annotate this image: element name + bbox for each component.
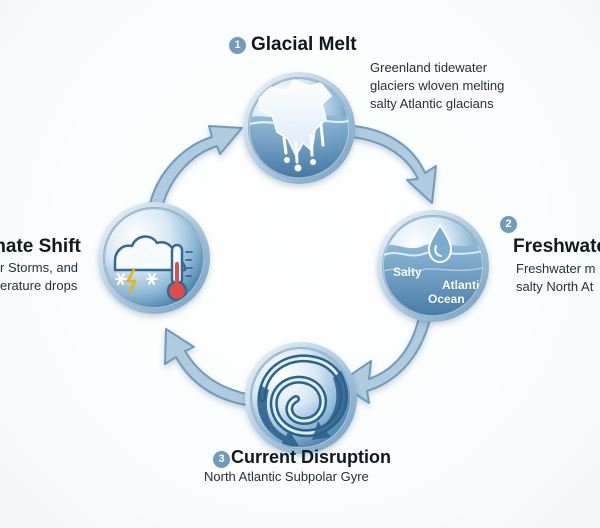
spiral-current-icon: [257, 354, 349, 448]
current-description-line-1: North Atlantic Subpolar Gyre: [204, 469, 369, 484]
climate-shift-description: r Storms, and erature drops: [0, 259, 78, 295]
salty-label: Salty: [393, 265, 422, 279]
glacial-description-line-3: salty Atlantic glacians: [370, 96, 494, 111]
step-number-2: 2: [500, 216, 517, 233]
glacial-description-line-1: Greenland tidewater: [370, 60, 488, 75]
freshwater-title: Freshwate: [513, 236, 600, 257]
arrow-climate-to-glacial: [149, 125, 243, 208]
arrow-current-to-climate: [164, 328, 248, 406]
climate-shift-heading: mate Shift: [0, 237, 81, 256]
freshwater-description-line-2: salty North At: [516, 279, 594, 294]
glacial-melt-heading: 1 Glacial Melt: [229, 35, 357, 54]
glacial-melt-description: Greenland tidewater glaciers wloven melt…: [370, 59, 504, 113]
freshwater-description: Freshwater m salty North At: [516, 260, 595, 296]
arrow-glacial-to-freshwater: [351, 125, 437, 204]
glacier-icon: [249, 79, 349, 178]
freshwater-node: Salty Atlantic Ocean: [377, 210, 489, 322]
step-number-3: 3: [213, 451, 230, 468]
glacial-melt-node: [243, 72, 355, 184]
freshwater-description-line-1: Freshwater m: [516, 261, 596, 276]
storm-thermometer-icon: [113, 235, 193, 302]
ocean-label: Ocean: [428, 292, 465, 306]
step-number-1: 1: [229, 37, 246, 54]
water-drop-icon: [427, 223, 453, 264]
freshwater-heading: Freshwate: [513, 237, 600, 256]
atlantic-label: Atlantic: [442, 278, 486, 292]
glacial-description-line-2: glaciers wloven melting: [370, 78, 505, 93]
climate-description-line-1: r Storms, and: [0, 260, 79, 275]
climate-description-line-2: erature drops: [0, 278, 78, 293]
current-disruption-description: North Atlantic Subpolar Gyre: [204, 468, 369, 486]
glacial-melt-title: Glacial Melt: [251, 34, 357, 55]
current-disruption-node: [245, 342, 357, 454]
climate-shift-node: [98, 202, 210, 314]
climate-shift-title: mate Shift: [0, 236, 81, 257]
current-disruption-title: Current Disruption: [231, 447, 391, 467]
